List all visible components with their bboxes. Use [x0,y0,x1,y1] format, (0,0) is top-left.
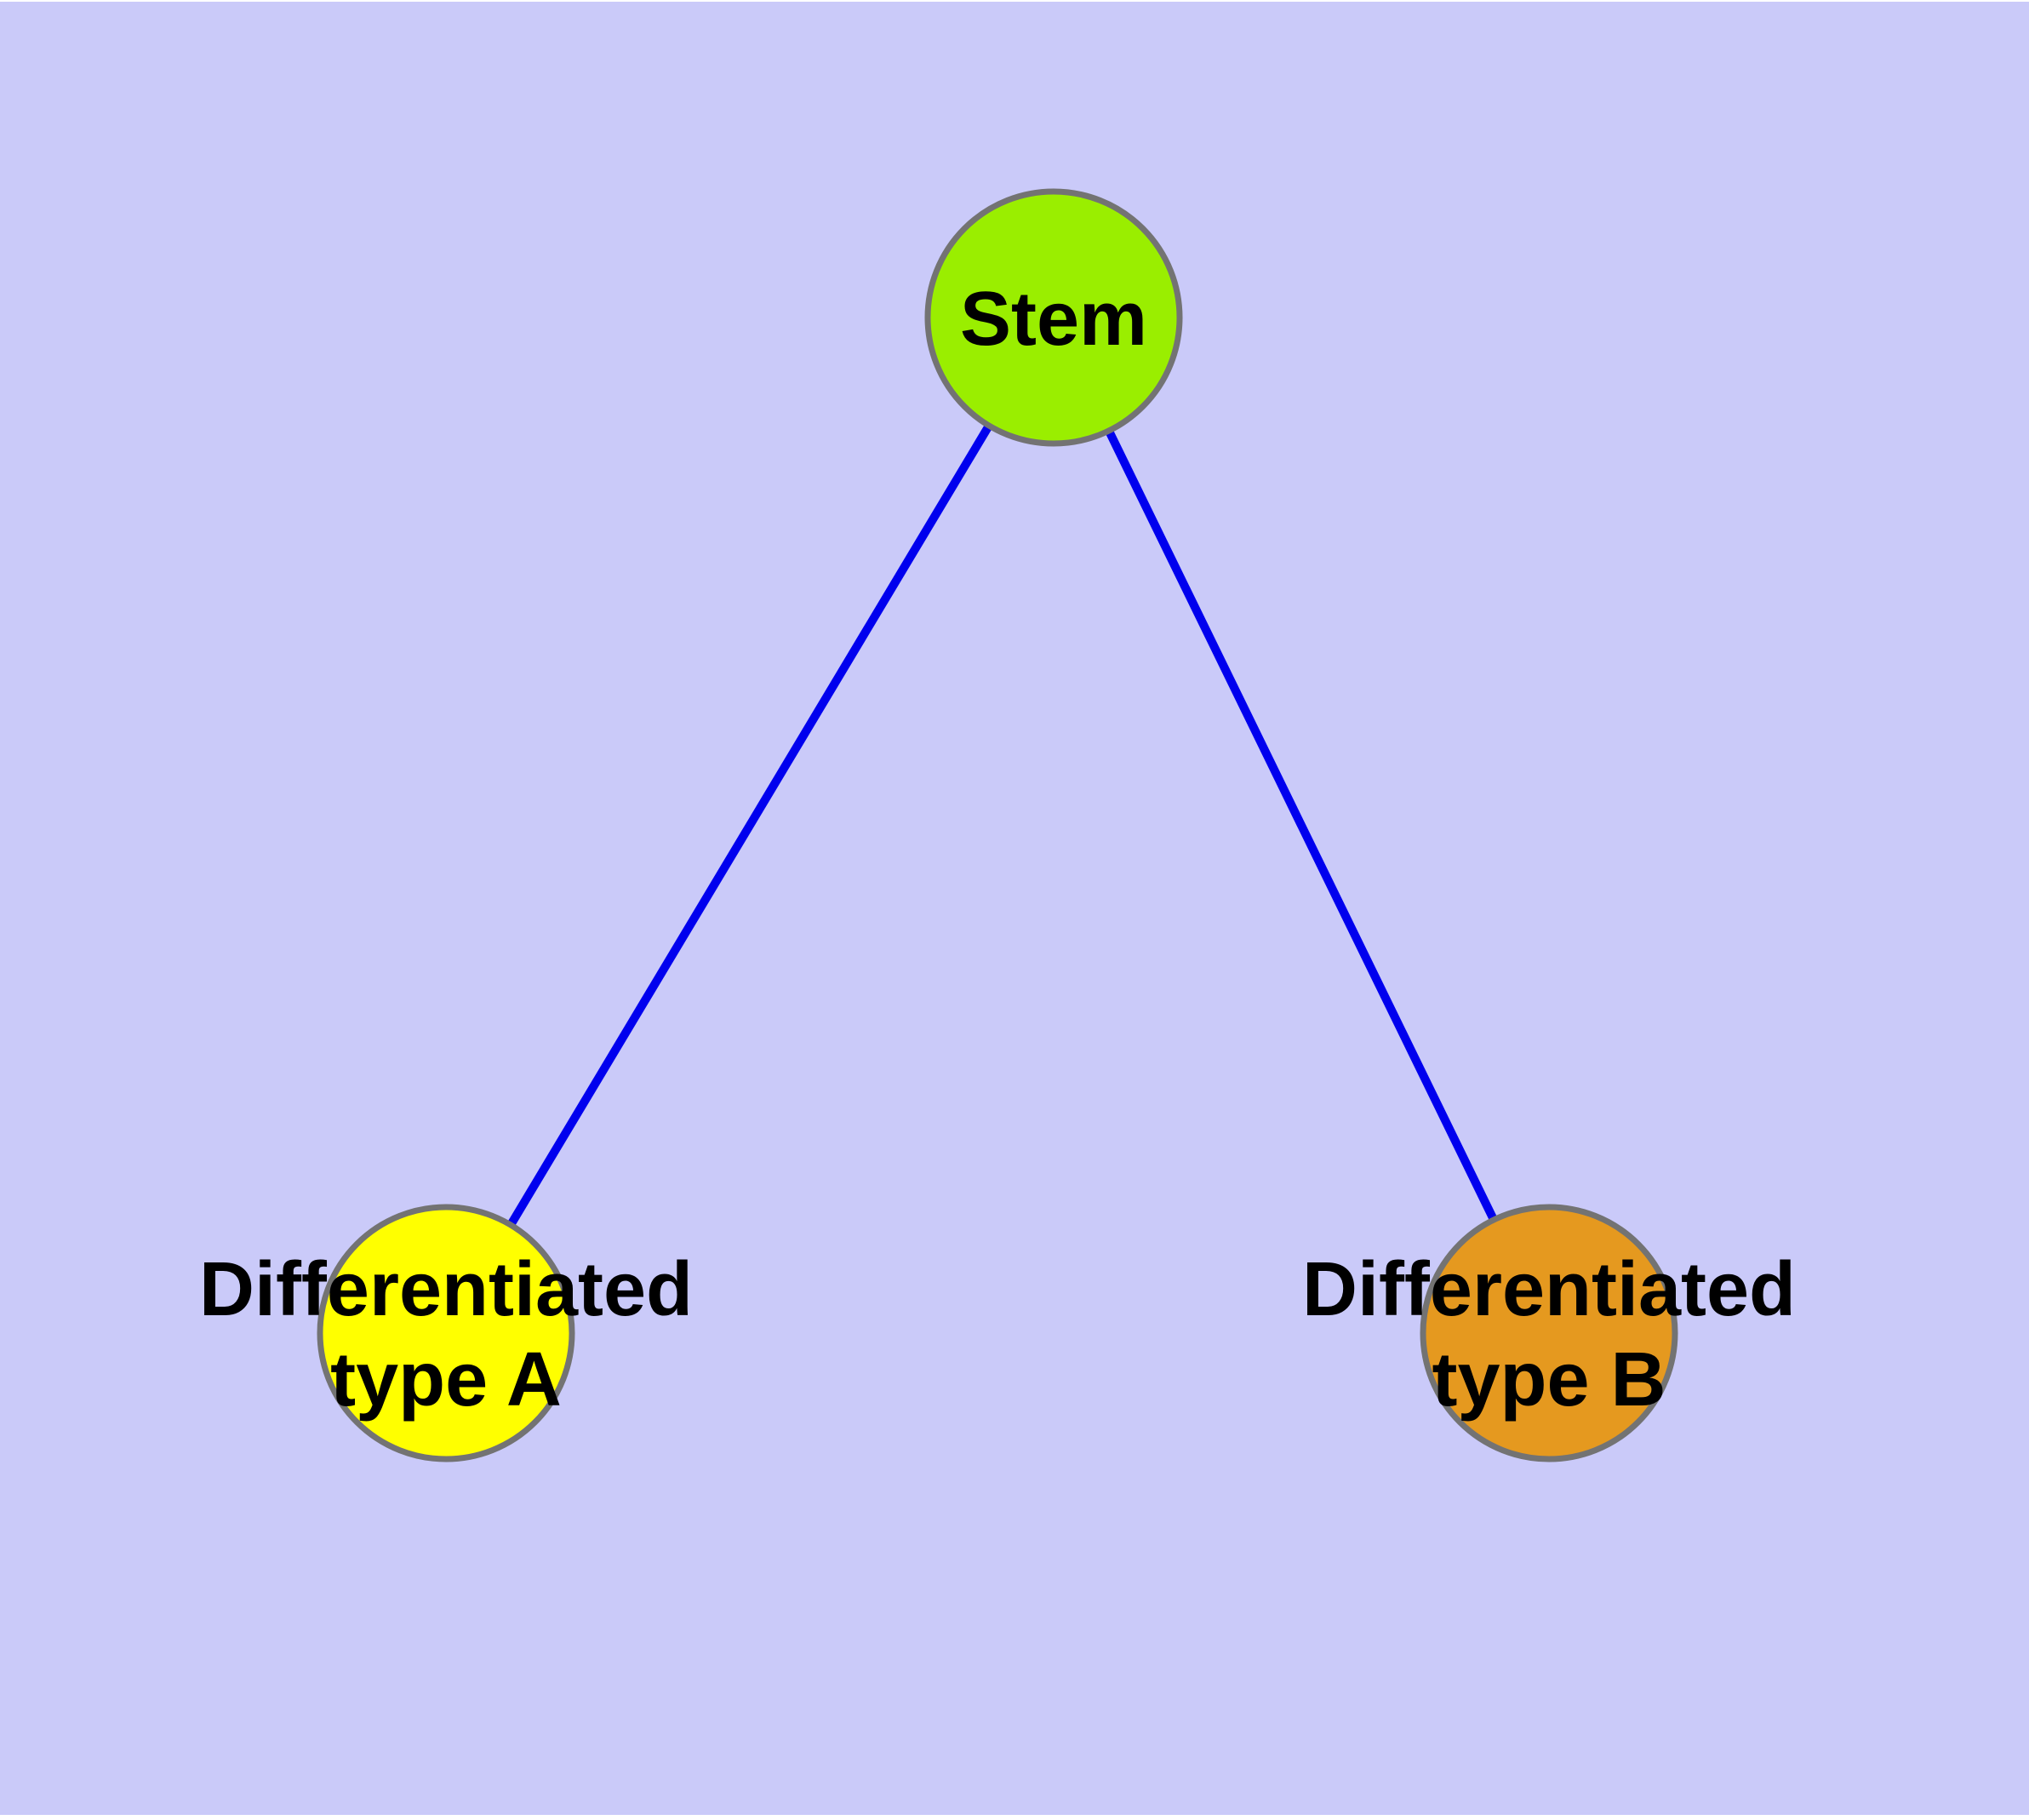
node-type-a-circle [317,1204,575,1462]
node-type-b-circle [1420,1204,1678,1462]
node-stem-label: Stem [960,277,1147,362]
edge-stem-to-type-a [442,315,1058,1336]
node-type-b-label-line1: Differentiated [1302,1247,1796,1332]
node-type-a-label-line1: Differentiated [199,1247,693,1332]
node-type-b-label-line2: type B [1432,1337,1666,1422]
node-stem-circle [924,188,1183,447]
node-type-a-label-line2: type A [330,1337,562,1422]
edge-stem-to-type-b [1049,315,1553,1336]
